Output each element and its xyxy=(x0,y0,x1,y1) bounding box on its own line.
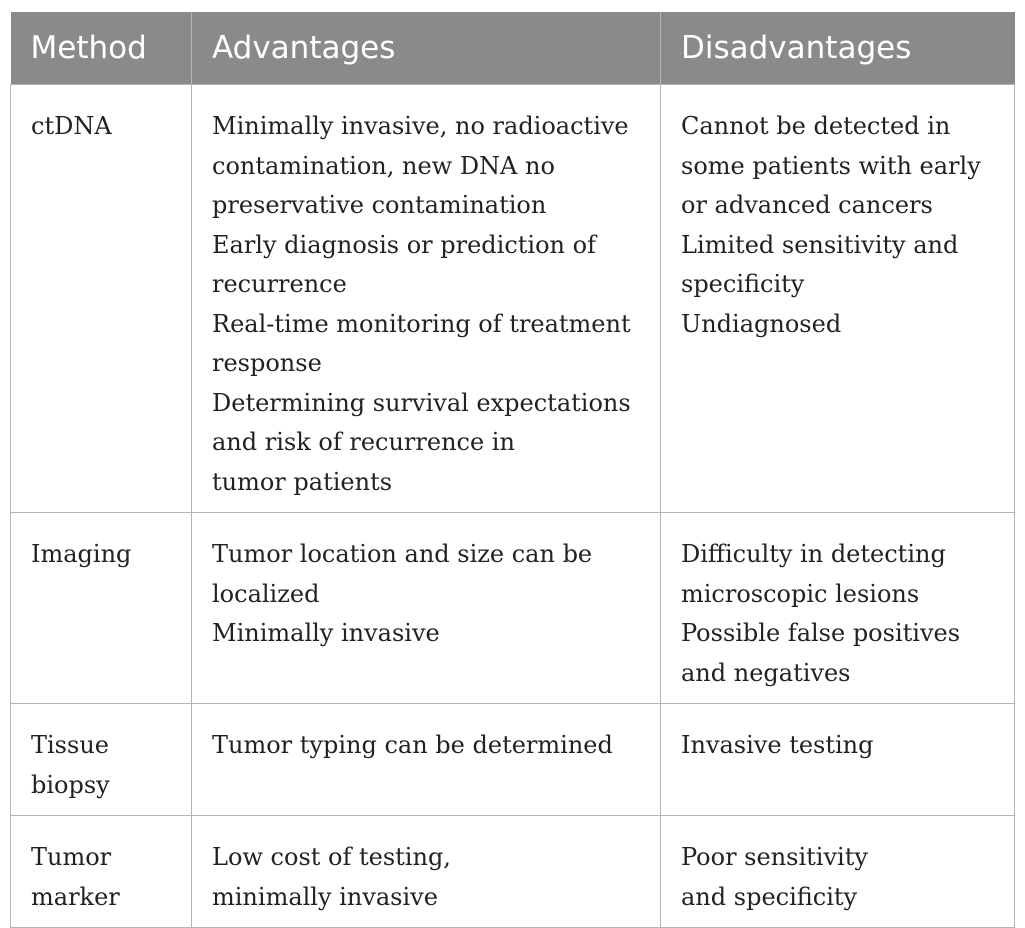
header-advantages: Advantages xyxy=(191,12,661,85)
cell-line: Low cost of testing, xyxy=(212,843,451,871)
cell-line: recurrence xyxy=(212,270,347,298)
cell-line: Cannot be detected in xyxy=(681,112,951,140)
table-row: Imaging Tumor location and size can be l… xyxy=(10,512,1015,704)
cell-line: Determining survival expectations xyxy=(212,388,631,417)
method-cell: Imaging xyxy=(10,512,192,704)
cell-line: tumor patients xyxy=(212,467,393,496)
comparison-table-container: Method Advantages Disadvantages ctDNA Mi… xyxy=(10,12,1015,928)
method-cell: Tissue biopsy xyxy=(10,703,192,816)
cell-line: Undiagnosed xyxy=(681,309,842,338)
cell-line: Possible false positives xyxy=(681,619,961,647)
disadvantages-cell: Poor sensitivity and specificity xyxy=(660,815,1015,928)
cell-line: localized xyxy=(212,579,320,608)
cell-line: marker xyxy=(31,882,120,911)
cell-line: Tumor location and size can be xyxy=(212,540,593,568)
cell-line: contamination, new DNA no xyxy=(212,151,555,180)
advantages-cell: Minimally invasive, no radioactive conta… xyxy=(191,84,661,513)
disadvantages-cell: Difficulty in detecting microscopic lesi… xyxy=(660,512,1015,704)
disadvantages-cell: Invasive testing xyxy=(660,703,1015,816)
cell-line: some patients with early xyxy=(681,151,981,180)
table-row: ctDNA Minimally invasive, no radioactive… xyxy=(10,84,1015,513)
cell-line: specificity xyxy=(681,270,805,298)
advantages-cell: Low cost of testing, minimally invasive xyxy=(191,815,661,928)
cell-line: biopsy xyxy=(31,770,110,799)
cell-line: Tumor typing can be determined xyxy=(212,731,613,759)
cell-line: ctDNA xyxy=(31,112,112,140)
advantages-cell: Tumor typing can be determined xyxy=(191,703,661,816)
cell-line: Real-time monitoring of treatment xyxy=(212,309,631,338)
cell-line: Poor sensitivity xyxy=(681,843,868,871)
cell-line: and risk of recurrence in xyxy=(212,428,515,456)
cell-line: Minimally invasive, no radioactive xyxy=(212,112,629,140)
table-row: Tumor marker Low cost of testing, minima… xyxy=(10,815,1015,928)
method-cell: Tumor marker xyxy=(10,815,192,928)
header-disadvantages: Disadvantages xyxy=(660,12,1015,85)
header-row: Method Advantages Disadvantages xyxy=(10,12,1015,85)
cell-line: preservative contamination xyxy=(212,191,547,219)
cell-line: Difficulty in detecting xyxy=(681,540,946,568)
table-row: Tissue biopsy Tumor typing can be determ… xyxy=(10,703,1015,816)
cell-line: or advanced cancers xyxy=(681,191,933,219)
cell-line: minimally invasive xyxy=(212,882,438,911)
cell-line: Minimally invasive xyxy=(212,619,440,647)
cell-line: and negatives xyxy=(681,658,851,687)
cell-line: Early diagnosis or prediction of xyxy=(212,230,596,259)
cell-line: Tumor xyxy=(31,843,112,871)
disadvantages-cell: Cannot be detected in some patients with… xyxy=(660,84,1015,513)
cell-line: response xyxy=(212,349,322,377)
cell-line: Tissue xyxy=(31,731,109,759)
cell-line: Limited sensitivity and xyxy=(681,230,959,259)
comparison-table: Method Advantages Disadvantages ctDNA Mi… xyxy=(10,12,1015,928)
cell-line: Imaging xyxy=(31,540,132,568)
method-cell: ctDNA xyxy=(10,84,192,513)
advantages-cell: Tumor location and size can be localized… xyxy=(191,512,661,704)
cell-line: Invasive testing xyxy=(681,731,874,759)
header-method: Method xyxy=(10,12,192,85)
cell-line: microscopic lesions xyxy=(681,579,920,608)
cell-line: and specificity xyxy=(681,882,858,911)
